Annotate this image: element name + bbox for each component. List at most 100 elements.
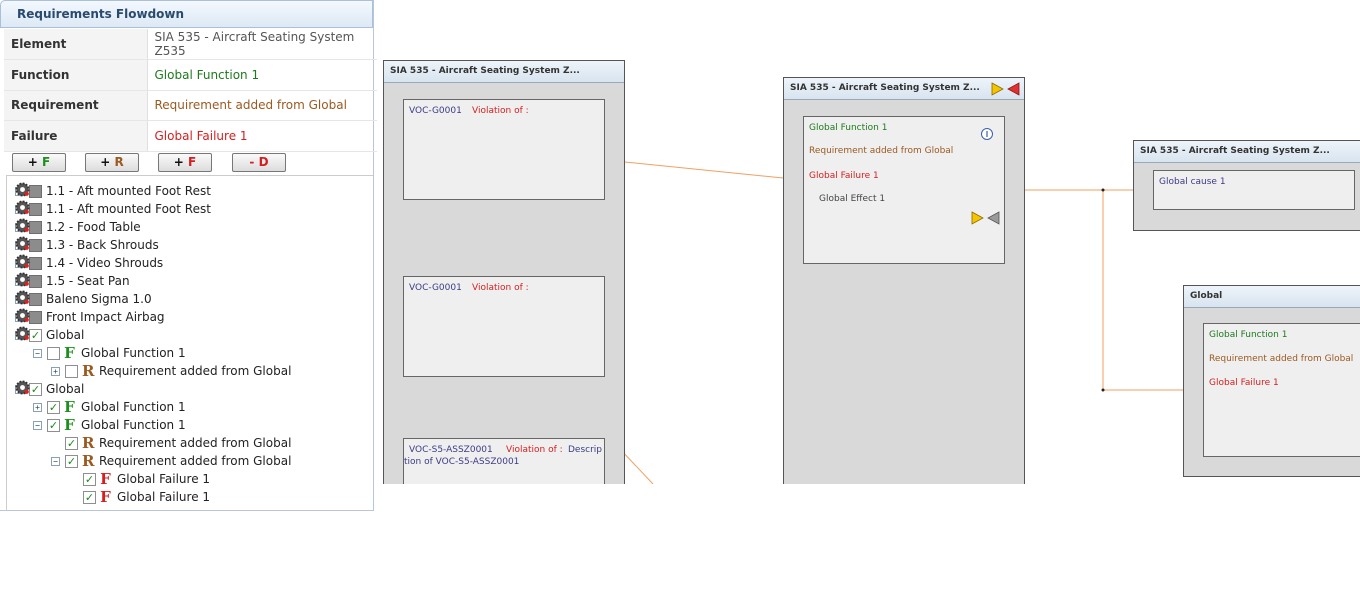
global-card-requirement: Requirement added from Global [1209, 354, 1354, 364]
tree-checkbox[interactable]: ✓ [65, 436, 78, 450]
add-function-button[interactable]: + F [12, 153, 66, 172]
swimlane-3-title: SIA 535 - Aircraft Seating System Z... [1134, 141, 1360, 163]
collapse-icon[interactable]: − [51, 456, 60, 466]
add-requirement-letter: R [114, 155, 124, 169]
collapse-icon[interactable]: − [33, 348, 42, 358]
expand-icon[interactable]: + [33, 402, 42, 412]
tree-checkbox[interactable]: ✓ [29, 382, 42, 396]
tree-node-label: 1.1 - Aft mounted Foot Rest [46, 184, 211, 198]
element-value: SIA 535 - Aircraft Seating System Z535 [147, 29, 377, 60]
swimlane-4-title: Global [1184, 286, 1360, 308]
tree-checkbox[interactable]: ✓ [47, 400, 60, 414]
tree-node-label: Requirement added from Global [99, 454, 292, 468]
function-letter-icon: F [64, 344, 75, 362]
requirement-letter-icon: R [82, 452, 95, 470]
tree-checkbox[interactable]: ✓ [47, 418, 60, 432]
tree-node[interactable]: −✓Global [15, 326, 84, 344]
voc-card-1[interactable]: VOC-G0001 Violation of : [403, 99, 605, 200]
tree-node[interactable]: +1.3 - Back Shrouds [15, 236, 159, 254]
voc-card-2-id: VOC-G0001 [409, 283, 462, 293]
tree-node-label: Global Function 1 [81, 346, 186, 360]
tree-checkbox[interactable] [29, 202, 42, 216]
collapse-icon[interactable]: − [33, 420, 42, 430]
tree-checkbox[interactable] [29, 292, 42, 306]
voc-card-1-violation: Violation of : [472, 106, 529, 116]
cause-card-text: Global cause 1 [1159, 177, 1226, 187]
voc-card-3-desc: Descrip [568, 445, 603, 455]
tree-checkbox[interactable] [29, 184, 42, 198]
function-letter-icon: F [64, 416, 75, 434]
delete-button[interactable]: - D [232, 153, 286, 172]
tree-node-label: Global [46, 382, 85, 396]
tree-checkbox[interactable]: ✓ [65, 454, 78, 468]
tree-node-label: 1.5 - Seat Pan [46, 274, 130, 288]
requirements-flowdown-panel: Requirements Flowdown Element SIA 535 - … [0, 0, 377, 511]
tree-checkbox[interactable] [29, 310, 42, 324]
tree-node[interactable]: +1.4 - Video Shrouds [15, 254, 163, 272]
delete-letter: D [258, 155, 269, 169]
tree-node-label: Requirement added from Global [99, 436, 292, 450]
tree-node[interactable]: +1.1 - Aft mounted Foot Rest [15, 182, 211, 200]
tree-node[interactable]: ✓ R Requirement added from Global [51, 434, 291, 452]
tree-checkbox[interactable] [29, 220, 42, 234]
tree-checkbox[interactable]: ✓ [83, 472, 96, 486]
element-label: Element [4, 29, 148, 60]
cause-card[interactable]: Global cause 1 [1153, 170, 1355, 210]
requirement-label: Requirement [4, 90, 148, 121]
next-arrow-icon [971, 211, 984, 225]
fm-card-failure: Global Failure 1 [809, 171, 879, 181]
tree-node[interactable]: +1.2 - Food Table [15, 218, 141, 236]
swimlane-2-title: SIA 535 - Aircraft Seating System Z... [784, 78, 1024, 100]
tree-node-label: 1.1 - Aft mounted Foot Rest [46, 202, 211, 216]
requirement-value: Requirement added from Global [147, 90, 377, 121]
failure-row: Failure Global Failure 1 [4, 120, 377, 152]
voc-card-2-violation: Violation of : [472, 283, 529, 293]
tree-node[interactable]: +1.5 - Seat Pan [15, 272, 130, 290]
voc-card-3[interactable]: VOC-S5-ASSZ0001 Violation of : Descrip t… [403, 438, 605, 484]
tree-node-label: Global Failure 1 [117, 472, 211, 486]
swimlane-1-title: SIA 535 - Aircraft Seating System Z... [384, 61, 624, 83]
global-card[interactable]: Global Function 1 Requirement added from… [1203, 323, 1360, 457]
tree-node[interactable]: +Baleno Sigma 1.0 [15, 290, 152, 308]
voc-card-3-violation: Violation of : [506, 445, 563, 455]
tree-checkbox[interactable]: ✓ [83, 490, 96, 504]
tree-checkbox[interactable] [29, 256, 42, 270]
tree-node[interactable]: −✓ R Requirement added from Global [51, 452, 291, 470]
connector-junction [1101, 388, 1105, 392]
voc-card-2[interactable]: VOC-G0001 Violation of : [403, 276, 605, 377]
tree-node[interactable]: −✓Global [15, 380, 84, 398]
voc-card-3-id: VOC-S5-ASSZ0001 [409, 445, 493, 455]
add-function-op: + [27, 155, 38, 169]
add-failure-button[interactable]: + F [158, 153, 212, 172]
card-nav-arrows[interactable] [971, 211, 1003, 225]
tree-node[interactable]: +Front Impact Airbag [15, 308, 165, 326]
tree-checkbox[interactable]: ✓ [29, 328, 42, 342]
requirement-letter-icon: R [82, 434, 95, 452]
lane2-nav-arrows[interactable] [991, 82, 1023, 96]
function-value: Global Function 1 [147, 59, 377, 91]
expand-icon[interactable]: + [51, 366, 60, 376]
tree-node[interactable]: − F Global Function 1 [33, 344, 186, 362]
tree-checkbox[interactable] [47, 346, 60, 360]
tree-node-label: Front Impact Airbag [46, 310, 165, 324]
add-requirement-button[interactable]: + R [85, 153, 139, 172]
requirement-row: Requirement Requirement added from Globa… [4, 90, 377, 121]
connector-line [604, 159, 804, 181]
add-failure-letter: F [188, 155, 197, 169]
tree-checkbox[interactable] [29, 274, 42, 288]
info-icon[interactable] [980, 127, 994, 141]
prev-arrow-icon [987, 211, 1000, 225]
element-tree: +1.1 - Aft mounted Foot Rest+1.1 - Aft m… [6, 175, 373, 511]
delete-op: - [249, 155, 255, 169]
tree-checkbox[interactable] [29, 238, 42, 252]
failure-mode-card[interactable]: Global Function 1 Requirement added from… [803, 116, 1005, 264]
tree-node-label: 1.4 - Video Shrouds [46, 256, 164, 270]
tree-checkbox[interactable] [65, 364, 78, 378]
tree-node[interactable]: +1.1 - Aft mounted Foot Rest [15, 200, 211, 218]
function-row: Function Global Function 1 [4, 59, 377, 91]
